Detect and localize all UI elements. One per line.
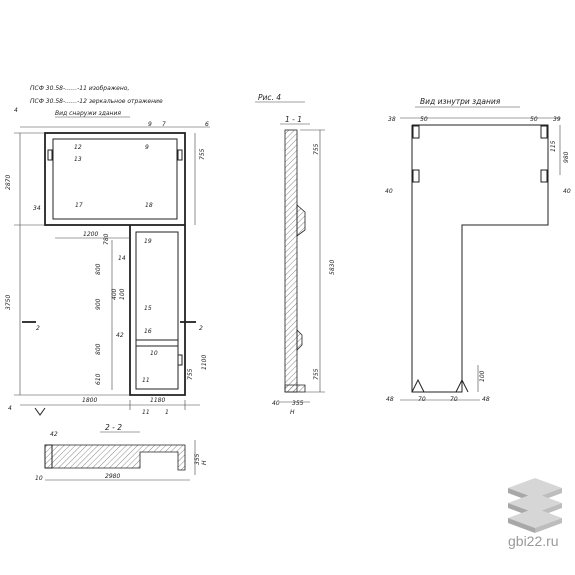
elevation-dims: 2870 3750 4 4 9 7 6 755 1800 1180 11 1 1… bbox=[5, 107, 209, 416]
dim-mid-900: 900 bbox=[95, 298, 102, 310]
mark-13: 13 bbox=[74, 156, 82, 163]
dim-top-6: 6 bbox=[205, 121, 209, 128]
inner-dim-39: 39 bbox=[553, 116, 561, 123]
dim-bottom-1800: 1800 bbox=[82, 397, 97, 404]
dim-3750: 3750 bbox=[5, 295, 12, 310]
dim-bottom-1180: 1180 bbox=[150, 397, 165, 404]
mark-15: 15 bbox=[144, 305, 152, 312]
dim-mid-755: 755 bbox=[187, 368, 194, 380]
dim-top-755: 755 bbox=[199, 148, 206, 160]
dim-top-4: 4 bbox=[14, 107, 18, 114]
watermark-site[interactable]: gbi22.ru bbox=[508, 533, 559, 549]
mark-17: 17 bbox=[75, 202, 83, 209]
sec2-dim-42: 42 bbox=[50, 431, 58, 438]
inner-dim-980: 980 bbox=[563, 151, 570, 163]
inner-dim-115: 115 bbox=[550, 140, 557, 152]
mark-11: 11 bbox=[142, 377, 150, 384]
panel-elevation bbox=[14, 126, 210, 416]
mark-2-left: 2 bbox=[36, 325, 40, 332]
section-2-2-label: 2 - 2 bbox=[105, 423, 122, 432]
inner-dim-100: 100 bbox=[479, 370, 486, 382]
dim-left-4: 4 bbox=[8, 405, 12, 412]
inner-dim-40-right: 40 bbox=[563, 188, 571, 195]
sec1-dim-755-top: 755 bbox=[313, 143, 320, 155]
sec2-dim-2980: 2980 bbox=[105, 473, 120, 480]
notes-block: ПСФ 30.58-……-11 изображено, ПСФ 30.58-……… bbox=[30, 85, 163, 118]
dim-mid-100: 100 bbox=[119, 288, 126, 300]
note-line-1: ПСФ 30.58-……-11 изображено, bbox=[30, 85, 129, 92]
mark-16: 16 bbox=[144, 328, 152, 335]
sec1-dim-355: 355 bbox=[292, 400, 304, 407]
mark-14: 14 bbox=[118, 255, 126, 262]
dim-mid-1100: 1100 bbox=[201, 355, 208, 370]
dim-bottom-11: 11 bbox=[142, 409, 150, 416]
sec2-dim-h: H bbox=[201, 460, 208, 465]
dim-2870: 2870 bbox=[5, 175, 12, 190]
dim-mid-610: 610 bbox=[95, 373, 102, 385]
inner-dim-70-right: 70 bbox=[450, 396, 458, 403]
note-line-3: Вид снаружи здания bbox=[55, 110, 121, 117]
dim-mid-400: 400 bbox=[111, 288, 118, 300]
dim-bottom-1: 1 bbox=[165, 409, 169, 416]
dim-top-7: 7 bbox=[162, 121, 166, 128]
dim-top-9: 9 bbox=[148, 121, 152, 128]
sec1-dim-5830: 5830 bbox=[329, 260, 336, 275]
watermark-logo-icon bbox=[508, 478, 562, 533]
note-line-2: ПСФ 30.58-……-12 зеркальное отражение bbox=[30, 98, 163, 105]
figure-label: Рис. 4 bbox=[258, 93, 281, 102]
mark-42: 42 bbox=[116, 332, 124, 339]
inner-dim-38: 38 bbox=[388, 116, 396, 123]
dim-mid-1200: 1200 bbox=[83, 231, 98, 238]
section-1-1-label: 1 - 1 bbox=[285, 115, 302, 124]
inner-view: Вид изнутри здания 50 50 38 39 115 980 4… bbox=[385, 97, 571, 403]
mark-19: 19 bbox=[144, 238, 152, 245]
dim-mid-800b: 800 bbox=[95, 343, 102, 355]
mark-18: 18 bbox=[145, 202, 153, 209]
dim-mid-780: 780 bbox=[103, 233, 110, 245]
mark-9: 9 bbox=[145, 144, 149, 151]
inner-view-label: Вид изнутри здания bbox=[420, 97, 501, 106]
inner-dim-48-right: 48 bbox=[482, 396, 490, 403]
sec1-dim-h: H bbox=[290, 409, 295, 416]
sec1-dim-40: 40 bbox=[272, 400, 280, 407]
inner-dim-50-right: 50 bbox=[530, 116, 538, 123]
section-1-1: 1 - 1 755 5830 755 40 355 H bbox=[272, 115, 336, 416]
mark-34: 34 bbox=[33, 205, 41, 212]
inner-dim-48-left: 48 bbox=[386, 396, 394, 403]
sec2-dim-10: 10 bbox=[35, 475, 43, 482]
mark-10: 10 bbox=[150, 350, 158, 357]
dim-mid-800: 800 bbox=[95, 263, 102, 275]
section-2-2: 2 - 2 42 2980 10 H 355 bbox=[35, 423, 208, 482]
mark-2-right: 2 bbox=[199, 325, 203, 332]
inner-dim-40-left: 40 bbox=[385, 188, 393, 195]
sec1-dim-755-bot: 755 bbox=[313, 368, 320, 380]
inner-dim-70-left: 70 bbox=[418, 396, 426, 403]
sec2-dim-355: 355 bbox=[194, 453, 201, 465]
inner-dim-50-left: 50 bbox=[420, 116, 428, 123]
mark-12: 12 bbox=[74, 144, 82, 151]
